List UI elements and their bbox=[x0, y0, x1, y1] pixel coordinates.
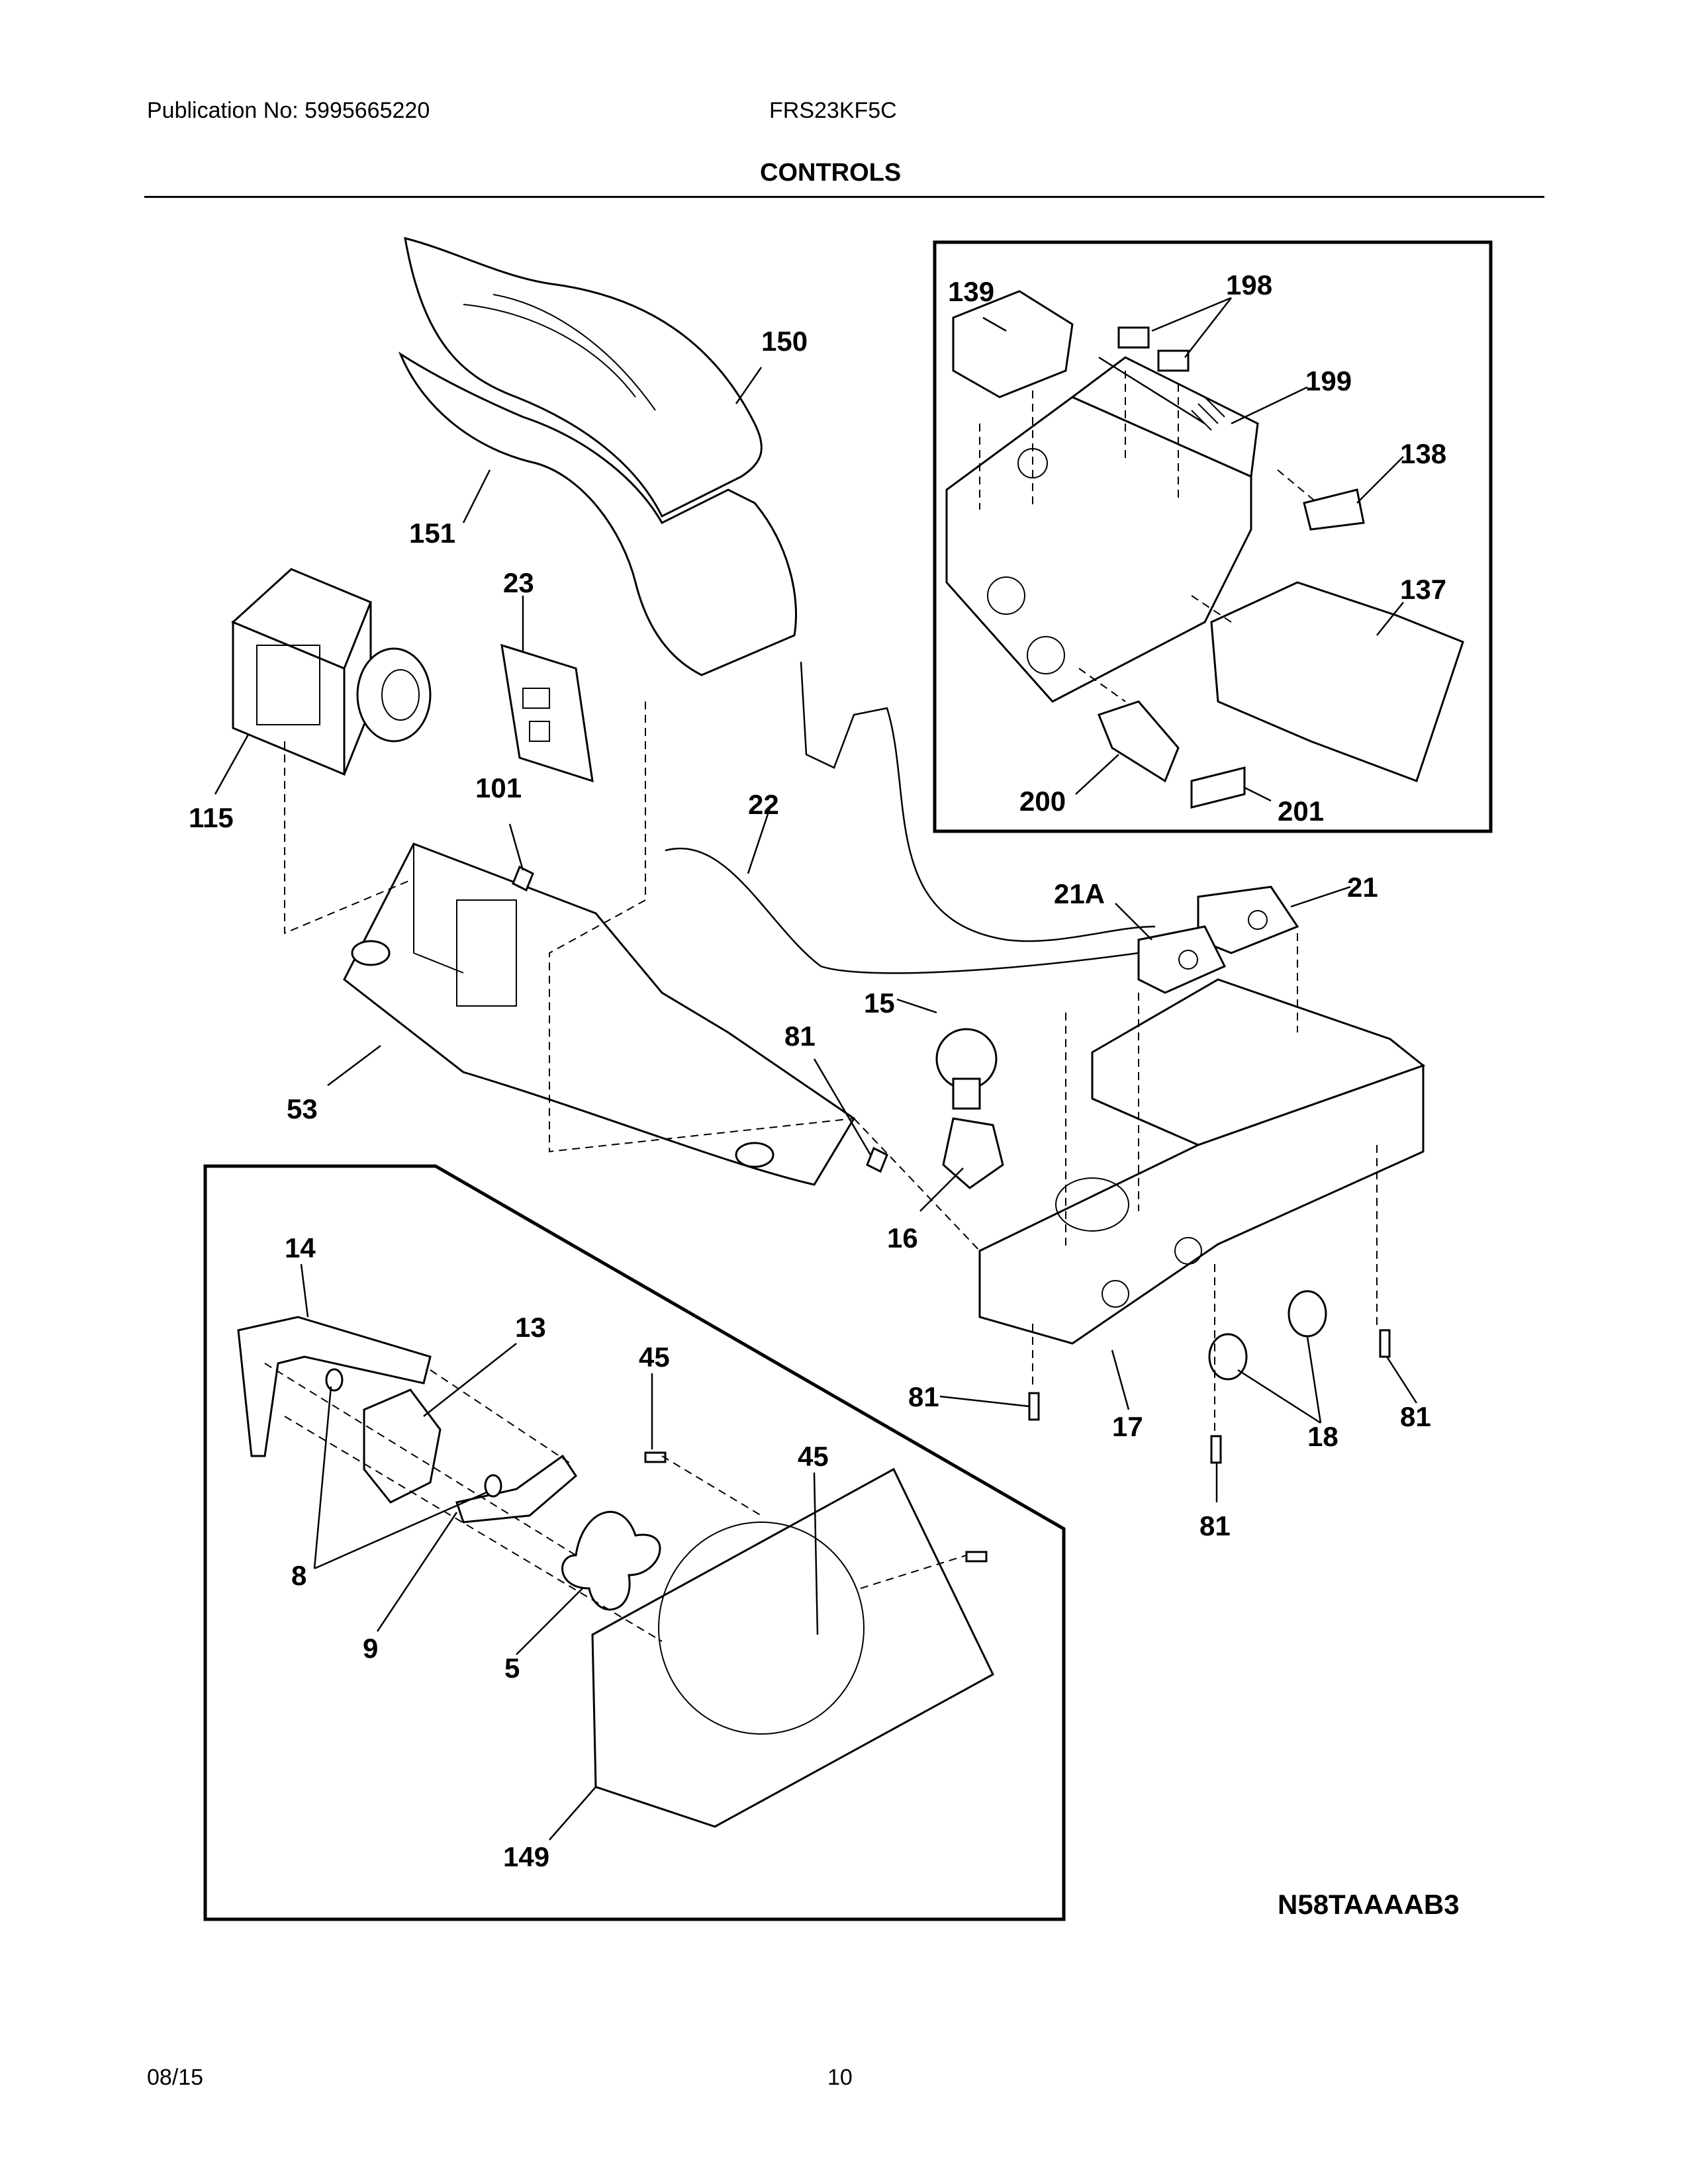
wire-harness-lower bbox=[665, 848, 1139, 974]
callout-137: 137 bbox=[1400, 574, 1446, 605]
alignment-lines bbox=[264, 371, 1378, 1642]
callout-45-upper: 45 bbox=[639, 1342, 670, 1373]
callout-81-left: 81 bbox=[908, 1381, 939, 1412]
inset-box-top-right bbox=[933, 240, 1493, 833]
callout-8: 8 bbox=[291, 1560, 306, 1591]
fan-shroud-149 bbox=[591, 1467, 994, 1828]
leader-lines bbox=[214, 296, 1418, 1841]
callout-115: 115 bbox=[189, 802, 234, 833]
inset-clips-198 bbox=[1117, 326, 1190, 372]
section-title: CONTROLS bbox=[760, 159, 902, 187]
callout-101: 101 bbox=[475, 772, 522, 803]
callout-21: 21 bbox=[1347, 872, 1378, 903]
fan-bracket-14 bbox=[237, 1316, 432, 1457]
inset-spring-199 bbox=[1098, 356, 1225, 431]
callout-81-frame: 81 bbox=[784, 1021, 816, 1052]
callout-13: 13 bbox=[515, 1312, 546, 1343]
light-bulb-part bbox=[935, 1028, 998, 1110]
callout-14: 14 bbox=[285, 1232, 316, 1263]
bulb-socket-part bbox=[942, 1117, 1004, 1189]
callout-17: 17 bbox=[1112, 1411, 1143, 1442]
fan-motor-13 bbox=[363, 1388, 442, 1504]
callout-22: 22 bbox=[748, 789, 779, 820]
callout-81-right: 81 bbox=[1400, 1401, 1431, 1432]
callout-199: 199 bbox=[1305, 365, 1352, 396]
circuit-board-part bbox=[500, 643, 594, 783]
header-rule bbox=[144, 196, 1544, 198]
inset-box-bottom-left bbox=[203, 1164, 1066, 1921]
dispenser-frame-part bbox=[343, 842, 856, 1186]
inset-dispenser-housing bbox=[945, 356, 1259, 703]
publication-number: Publication No: 5995665220 bbox=[147, 98, 430, 123]
motor-bracket-9 bbox=[455, 1454, 577, 1524]
callout-151: 151 bbox=[409, 518, 455, 549]
callout-labels: 150 151 23 115 101 22 53 81 15 16 21A 21… bbox=[189, 269, 1446, 1872]
callout-150: 150 bbox=[761, 326, 808, 357]
model-number: FRS23KF5C bbox=[769, 98, 897, 123]
inset-paddle-137 bbox=[1210, 581, 1464, 782]
lower-housing-part bbox=[978, 978, 1426, 1345]
callout-201: 201 bbox=[1278, 796, 1324, 827]
inset-switch-139 bbox=[952, 290, 1074, 398]
footer-date: 08/15 bbox=[147, 2065, 204, 2090]
knob-parts bbox=[1208, 1290, 1327, 1381]
page-number: 10 bbox=[827, 2065, 853, 2090]
callout-5: 5 bbox=[504, 1653, 520, 1684]
switch-21A-part bbox=[1137, 925, 1227, 994]
callout-198: 198 bbox=[1226, 269, 1272, 300]
callout-200: 200 bbox=[1019, 786, 1066, 817]
callout-149: 149 bbox=[503, 1841, 549, 1872]
inset-pad-201 bbox=[1190, 766, 1246, 809]
callout-139: 139 bbox=[948, 276, 994, 307]
callout-23: 23 bbox=[503, 567, 534, 598]
callout-53: 53 bbox=[287, 1093, 318, 1124]
callout-18: 18 bbox=[1307, 1421, 1338, 1452]
callout-9: 9 bbox=[363, 1633, 378, 1664]
callout-81-bottom: 81 bbox=[1199, 1510, 1231, 1541]
callout-138: 138 bbox=[1400, 438, 1446, 469]
wire-harness-part bbox=[800, 661, 1156, 942]
callout-21A: 21A bbox=[1054, 878, 1105, 909]
inset-cover-138 bbox=[1303, 488, 1365, 531]
callout-16: 16 bbox=[887, 1222, 918, 1253]
fan-blade-5 bbox=[561, 1510, 661, 1611]
control-housing-part bbox=[231, 568, 432, 776]
grommets-8 bbox=[325, 1368, 502, 1498]
inset-actuator-200 bbox=[1098, 700, 1180, 783]
duct-part bbox=[398, 236, 797, 676]
diagram-code: N58TAAAAB3 bbox=[1278, 1889, 1460, 1920]
callout-15: 15 bbox=[864, 987, 895, 1019]
callout-45-lower: 45 bbox=[798, 1441, 829, 1472]
